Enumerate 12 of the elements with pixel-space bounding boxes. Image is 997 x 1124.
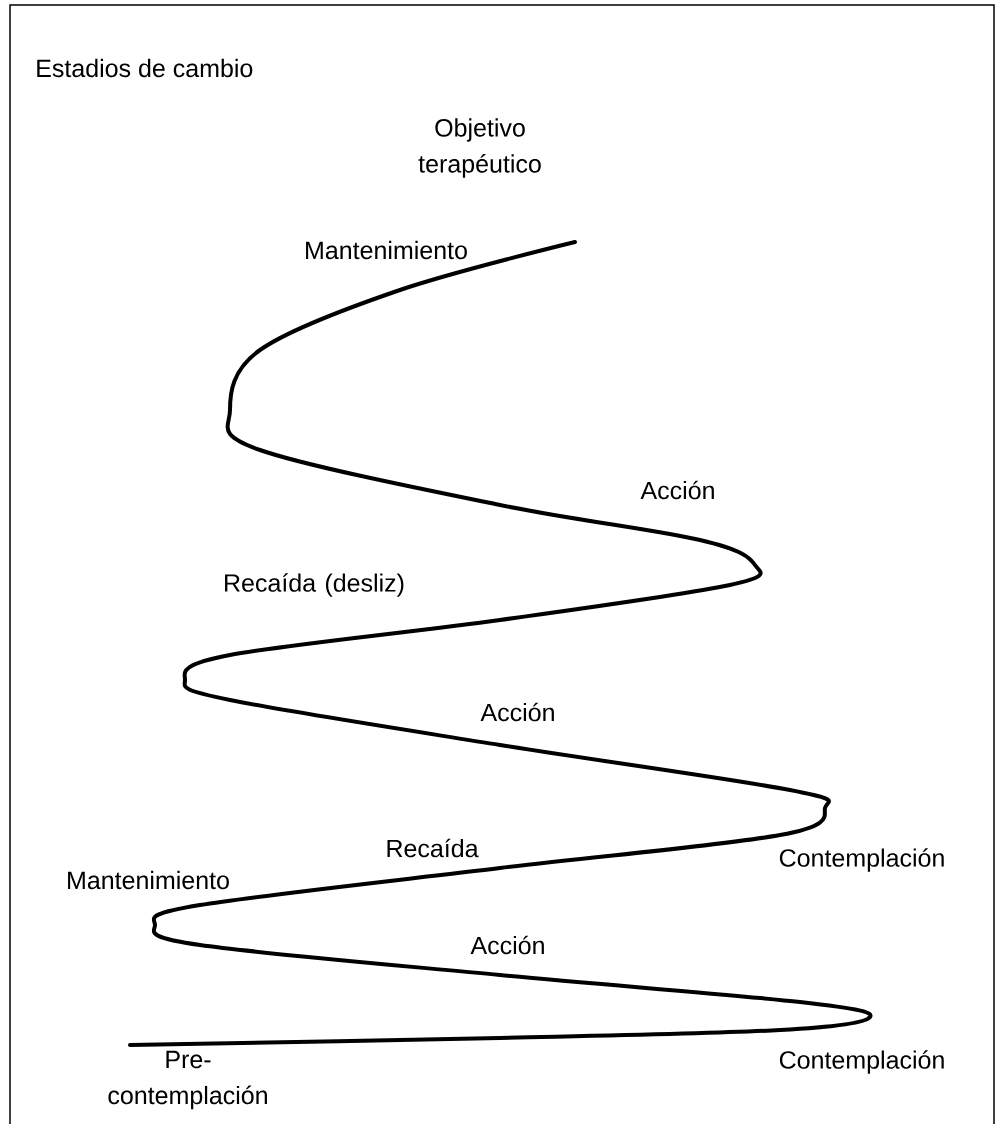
stage-label: Contemplación (779, 1050, 944, 1074)
stage-label: Mantenimiento (306, 240, 467, 260)
stage-label: Acción (470, 935, 544, 955)
stage-label: Acción (640, 480, 714, 500)
stage-label: Pre-contemplación (108, 1050, 267, 1110)
stage-label: Acción (480, 702, 554, 722)
title: Estadios de cambio (37, 58, 253, 78)
stage-label: Mantenimiento (68, 870, 229, 890)
stage-label: Contemplación (779, 848, 944, 872)
stage-label: Recaída (387, 838, 479, 858)
stage-label: Recaída (desliz) (225, 573, 404, 597)
stage-label: Objetivo terapéutico (418, 118, 541, 178)
